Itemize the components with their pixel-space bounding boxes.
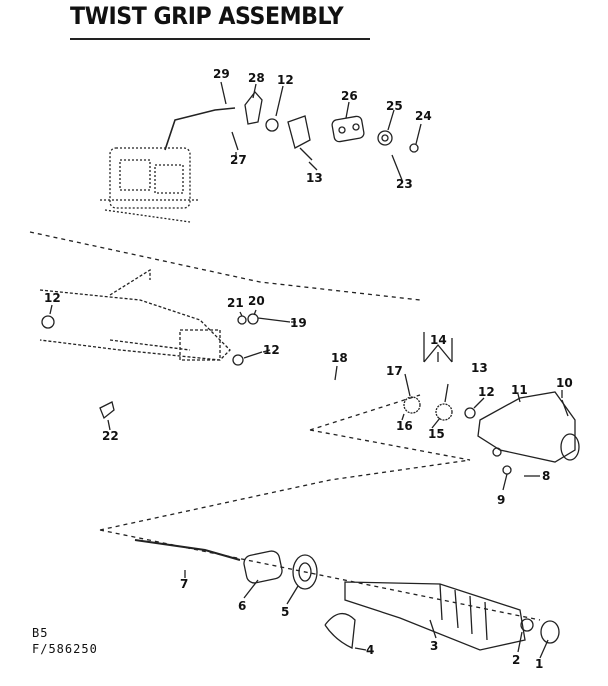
nut-2 [520, 618, 534, 632]
screw-27 [231, 131, 239, 151]
washer-20 [247, 313, 259, 325]
screw-22 [99, 401, 115, 420]
gear-15 [435, 403, 453, 421]
callout-28: 28 [248, 71, 265, 85]
screw-19 [257, 317, 291, 323]
callout-25: 25 [386, 99, 403, 113]
callout-14: 14 [430, 333, 447, 347]
footer-part-number: F/586250 [32, 642, 98, 656]
callout-22: 22 [102, 429, 119, 443]
callout-2: 2 [512, 653, 520, 667]
callout-labels: 29 28 12 26 25 24 27 13 23 12 21 20 19 1… [44, 67, 573, 671]
nut-12-mid [232, 354, 244, 366]
leader-14 [423, 332, 453, 363]
callout-12: 12 [277, 73, 294, 87]
nut-12-top [265, 118, 279, 132]
callout-12: 12 [478, 385, 495, 399]
callout-21: 21 [227, 296, 244, 310]
nut-12-left [41, 315, 55, 329]
screw-10 [561, 399, 569, 417]
footer-code: B5 [32, 626, 49, 640]
bushing-5 [292, 554, 318, 590]
washer-25 [377, 130, 393, 146]
screw-9 [502, 473, 508, 491]
callout-13: 13 [306, 171, 323, 185]
mounting-bracket [39, 268, 231, 361]
callout-1: 1 [535, 657, 543, 671]
callout-8: 8 [542, 469, 550, 483]
callout-6: 6 [238, 599, 246, 613]
title-underline [70, 38, 370, 40]
pin-18 [334, 365, 338, 381]
callout-12: 12 [44, 291, 61, 305]
clamp-13-top [287, 115, 311, 149]
sleeve-4 [324, 613, 356, 649]
callout-7: 7 [180, 577, 188, 591]
callout-18: 18 [331, 351, 348, 365]
callout-16: 16 [396, 419, 413, 433]
cable-7 [134, 539, 241, 561]
callout-19: 19 [290, 316, 307, 330]
callout-17: 17 [386, 364, 403, 378]
callout-9: 9 [497, 493, 505, 507]
gear-16 [403, 396, 421, 414]
ring-1 [540, 620, 560, 644]
callout-27: 27 [230, 153, 247, 167]
callout-24: 24 [415, 109, 432, 123]
callout-20: 20 [248, 294, 265, 308]
dashed-outline-lower [99, 459, 541, 621]
callout-23: 23 [396, 177, 413, 191]
nut-12-right [464, 407, 476, 419]
callout-26: 26 [341, 89, 358, 103]
dashed-outline-mid [309, 394, 471, 461]
callout-12: 12 [263, 343, 280, 357]
callout-13: 13 [471, 361, 488, 375]
link-rod [164, 107, 236, 151]
callout-4: 4 [366, 643, 374, 657]
callout-11: 11 [511, 383, 528, 397]
washer-21 [237, 315, 247, 325]
grip-3 [344, 581, 526, 651]
dashed-outline-upper [29, 231, 421, 301]
callout-5: 5 [281, 605, 289, 619]
carburetor-body [100, 147, 200, 223]
page-title: TWIST GRIP ASSEMBLY [70, 2, 344, 30]
screw-23 [391, 154, 399, 171]
callout-3: 3 [430, 639, 438, 653]
callout-15: 15 [428, 427, 445, 441]
callout-29: 29 [213, 67, 230, 81]
block-26 [331, 115, 365, 143]
coupling-6 [243, 550, 283, 584]
callout-10: 10 [556, 376, 573, 390]
nut-24 [409, 143, 419, 153]
housing-11 [477, 391, 576, 463]
